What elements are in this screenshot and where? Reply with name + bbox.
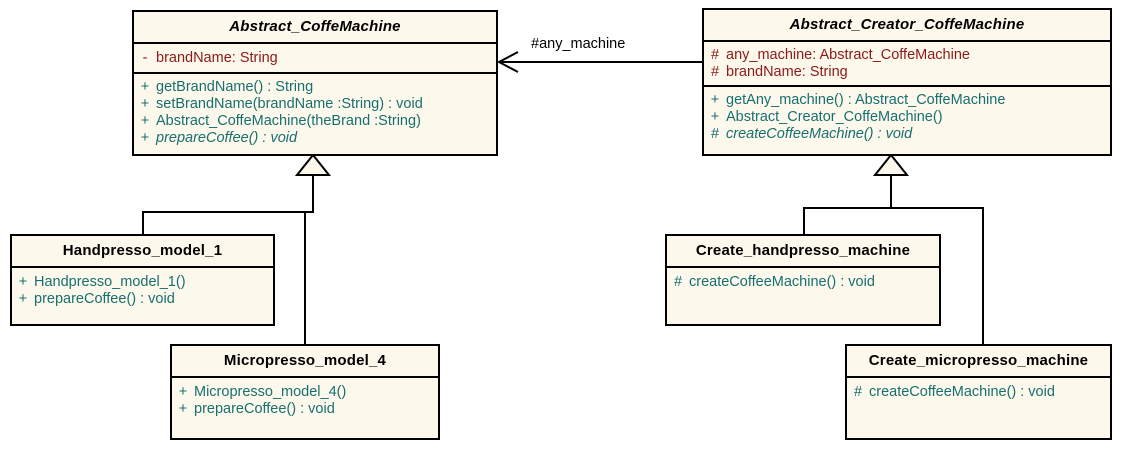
methods-compartment: + Handpresso_model_1() + prepareCoffee()… xyxy=(12,268,273,324)
generalization-stem-left xyxy=(312,172,314,213)
visibility-marker: # xyxy=(710,64,720,80)
visibility-marker: + xyxy=(178,384,188,400)
class-create-micropresso-machine[interactable]: Create_micropresso_machine # createCoffe… xyxy=(845,344,1112,440)
class-title-handpresso-model-1: Handpresso_model_1 xyxy=(12,236,273,268)
class-title-create-handpresso-machine: Create_handpresso_machine xyxy=(667,236,939,268)
method-text: createCoffeeMachine() : void xyxy=(869,384,1055,400)
method-text: Handpresso_model_1() xyxy=(34,274,186,290)
method-row: + getBrandName() : String xyxy=(134,79,496,96)
method-row: + prepareCoffee() : void xyxy=(134,130,496,147)
attributes-compartment: - brandName: String xyxy=(134,44,496,74)
class-abstract-creator-coffe-machine[interactable]: Abstract_Creator_CoffeMachine # any_mach… xyxy=(702,8,1112,156)
visibility-marker: + xyxy=(140,113,150,129)
methods-compartment: # createCoffeeMachine() : void xyxy=(847,378,1110,438)
class-handpresso-model-1[interactable]: Handpresso_model_1 + Handpresso_model_1(… xyxy=(10,234,275,326)
attribute-text: any_machine: Abstract_CoffeMachine xyxy=(726,47,970,63)
visibility-marker: # xyxy=(710,126,720,142)
visibility-marker: # xyxy=(853,384,863,400)
attributes-compartment: # any_machine: Abstract_CoffeMachine # b… xyxy=(704,42,1110,87)
method-text: Micropresso_model_4() xyxy=(194,384,347,400)
generalization-branch-create-micropresso xyxy=(982,207,984,344)
association-label-any-machine: #any_machine xyxy=(531,36,626,52)
visibility-marker: + xyxy=(178,401,188,417)
generalization-branch-micropresso xyxy=(304,211,306,344)
visibility-marker: + xyxy=(140,79,150,95)
method-text: prepareCoffee() : void xyxy=(156,130,298,146)
method-text: getAny_machine() : Abstract_CoffeMachine xyxy=(726,92,1006,108)
method-row: # createCoffeeMachine() : void xyxy=(847,384,1110,401)
method-text: createCoffeeMachine() : void xyxy=(689,274,875,290)
attribute-row: - brandName: String xyxy=(134,50,496,67)
class-title-micropresso-model-4: Micropresso_model_4 xyxy=(172,346,438,378)
class-abstract-coffe-machine[interactable]: Abstract_CoffeMachine - brandName: Strin… xyxy=(132,10,498,156)
method-row: + getAny_machine() : Abstract_CoffeMachi… xyxy=(704,92,1110,109)
method-row: + prepareCoffee() : void xyxy=(172,401,438,418)
visibility-marker: + xyxy=(710,109,720,125)
visibility-marker: + xyxy=(18,291,28,307)
method-text: createCoffeeMachine() : void xyxy=(726,126,913,142)
method-row: + setBrandName(brandName :String) : void xyxy=(134,96,496,113)
method-row: + Handpresso_model_1() xyxy=(12,274,273,291)
association-line-any-machine xyxy=(500,61,703,63)
class-title-abstract-coffe-machine: Abstract_CoffeMachine xyxy=(134,12,496,44)
methods-compartment: + getAny_machine() : Abstract_CoffeMachi… xyxy=(704,87,1110,154)
class-title-abstract-creator-coffe-machine: Abstract_Creator_CoffeMachine xyxy=(704,10,1110,42)
class-create-handpresso-machine[interactable]: Create_handpresso_machine # createCoffee… xyxy=(665,234,941,326)
class-title-create-micropresso-machine: Create_micropresso_machine xyxy=(847,346,1110,378)
methods-compartment: + getBrandName() : String + setBrandName… xyxy=(134,74,496,154)
method-row: # createCoffeeMachine() : void xyxy=(667,274,939,291)
visibility-marker: # xyxy=(673,274,683,290)
method-text: getBrandName() : String xyxy=(156,79,314,95)
visibility-marker: + xyxy=(18,274,28,290)
attribute-row: # any_machine: Abstract_CoffeMachine xyxy=(704,47,1110,64)
generalization-stem-right xyxy=(890,172,892,209)
generalization-bus-left xyxy=(142,211,314,213)
method-text: Abstract_CoffeMachine(theBrand :String) xyxy=(156,113,421,129)
attribute-row: # brandName: String xyxy=(704,64,1110,81)
attribute-text: brandName: String xyxy=(156,50,278,66)
visibility-marker: + xyxy=(140,130,150,146)
method-row: # createCoffeeMachine() : void xyxy=(704,126,1110,143)
method-row: + Abstract_CoffeMachine(theBrand :String… xyxy=(134,113,496,130)
method-row: + Micropresso_model_4() xyxy=(172,384,438,401)
methods-compartment: # createCoffeeMachine() : void xyxy=(667,268,939,324)
method-text: prepareCoffee() : void xyxy=(194,401,335,417)
generalization-branch-handpresso xyxy=(142,211,144,236)
class-micropresso-model-4[interactable]: Micropresso_model_4 + Micropresso_model_… xyxy=(170,344,440,440)
visibility-marker: - xyxy=(142,50,148,66)
method-row: + Abstract_Creator_CoffeMachine() xyxy=(704,109,1110,126)
visibility-marker: # xyxy=(710,47,720,63)
method-text: Abstract_Creator_CoffeMachine() xyxy=(726,109,943,125)
attribute-text: brandName: String xyxy=(726,64,848,80)
visibility-marker: + xyxy=(710,92,720,108)
method-text: prepareCoffee() : void xyxy=(34,291,175,307)
methods-compartment: + Micropresso_model_4() + prepareCoffee(… xyxy=(172,378,438,438)
generalization-bus-right xyxy=(803,207,984,209)
visibility-marker: + xyxy=(140,96,150,112)
generalization-branch-create-handpresso xyxy=(803,207,805,236)
method-row: + prepareCoffee() : void xyxy=(12,291,273,308)
method-text: setBrandName(brandName :String) : void xyxy=(156,96,423,112)
